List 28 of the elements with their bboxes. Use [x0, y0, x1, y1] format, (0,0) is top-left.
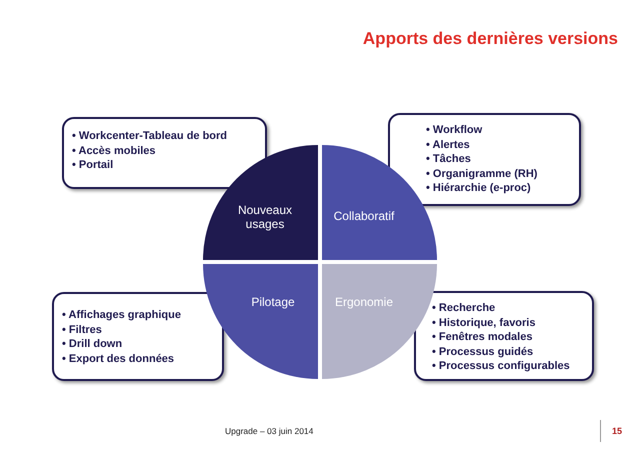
bullet-item: • Workcenter-Tableau de bord	[72, 129, 228, 144]
bullet-item: • Processus configurables	[432, 359, 571, 374]
bullet-item: • Drill down	[62, 337, 124, 352]
bullet-item: • Export des données	[62, 352, 176, 366]
quadrant-label: Pilotage	[250, 295, 296, 309]
bullet-item: • Tâches	[426, 152, 472, 166]
bullet-item: • Recherche	[432, 301, 496, 316]
bullet-item: • Alertes	[426, 138, 471, 152]
bullet-item: • Organigramme (RH)	[426, 166, 538, 181]
bullet-item: • Processus guidés	[432, 344, 534, 359]
bullet-item: • Affichages graphique	[62, 308, 182, 322]
bullet-item: • Filtres	[62, 322, 103, 337]
quadrant-label: Ergonomie	[334, 295, 394, 309]
footer-text: Upgrade – 03 juin 2014	[225, 426, 314, 436]
text-panel	[414, 291, 594, 381]
bullet-item: • Fenêtres modales	[432, 330, 534, 344]
text-panel	[62, 117, 267, 189]
bullet-item: • Portail	[72, 158, 114, 172]
bullet-item: • Workflow	[426, 123, 484, 138]
slide-title: Apports des dernières versions	[362, 29, 618, 49]
quadrant-label: Nouveaux usages	[236, 203, 294, 231]
bullet-item: • Hiérarchie (e-proc)	[426, 181, 532, 196]
quadrant-label: Collaboratif	[332, 209, 396, 223]
text-panel	[52, 292, 224, 381]
page-number: 15	[612, 426, 622, 436]
bullet-item: • Historique, favoris	[432, 316, 536, 330]
text-panel	[388, 113, 581, 206]
bullet-item: • Accès mobiles	[72, 144, 157, 158]
